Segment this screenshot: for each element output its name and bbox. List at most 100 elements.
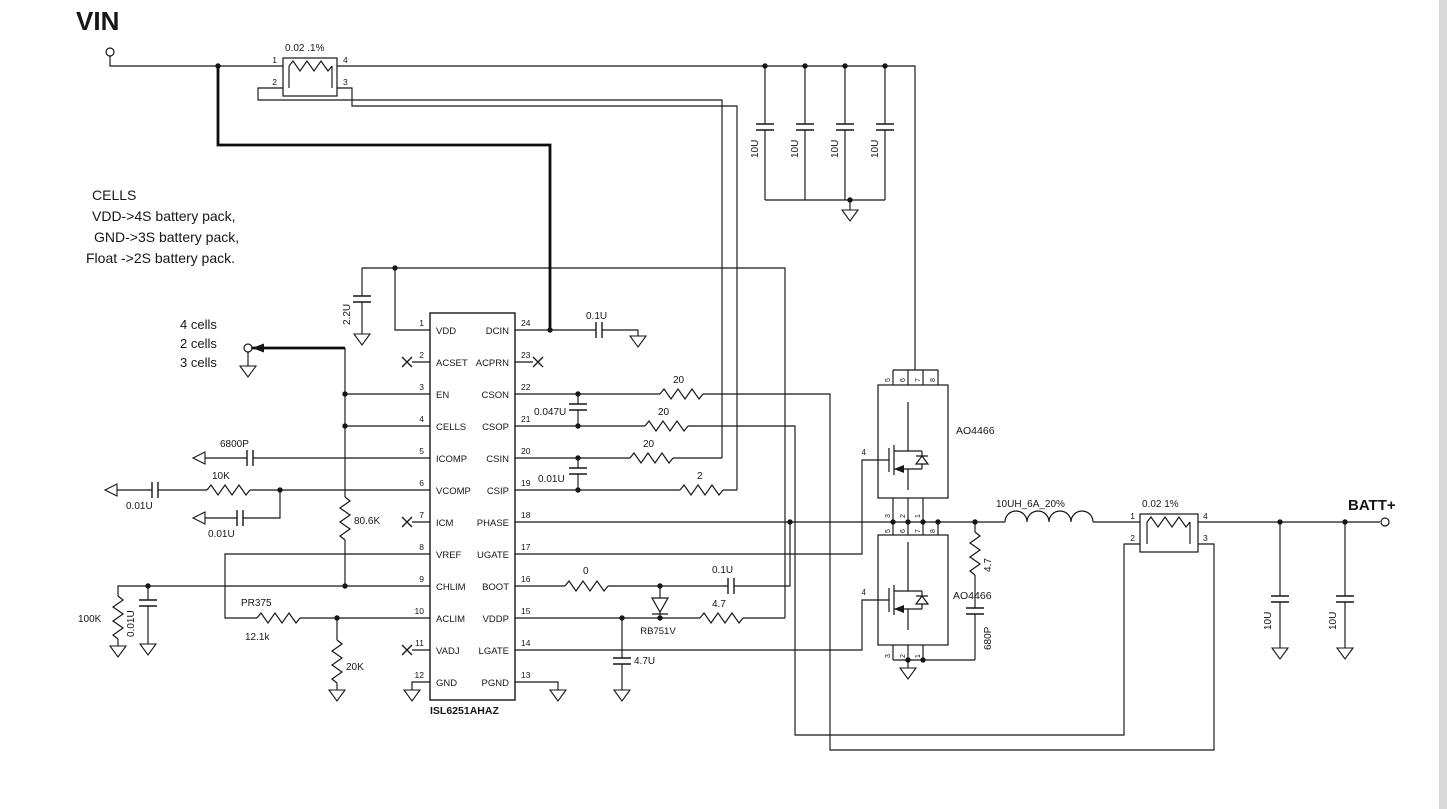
cap-value: 0.01U [208,529,235,540]
resistor-value: 2 [697,471,703,482]
ic-pin-name: CHLIM [436,582,466,593]
ic-pin-number: 13 [521,670,531,680]
high-side-mosfet: AO4466 4 5 6 7 8 3 2 1 [862,378,995,518]
ic-pin-number: 6 [419,478,424,488]
mosfet-pin-number: 1 [915,654,922,658]
ic-pin-number: 2 [419,350,424,360]
ic-pin-number: 22 [521,382,531,392]
cap-value: 680P [983,626,994,650]
window-edge [1439,0,1447,809]
right-passives: 0.1U 20 20 20 2 0.047U 0.01U 0 0.1U RB75… [534,311,744,667]
ic-pin-number: 4 [419,414,424,424]
resistor-value: 4.7 [983,558,994,572]
ic-pin-name: VDD [436,326,456,337]
output-inductor: 10UH_6A_20% [996,499,1094,523]
pin-number: 3 [1203,533,1208,543]
mosfet-pin-number: 4 [862,588,867,597]
wire-network [109,56,1380,751]
cap-value: 10U [870,140,881,158]
battery-terminal: BATT+ [1348,497,1396,527]
pin-number: 1 [272,55,277,65]
mosfet-pin-number: 2 [900,514,907,518]
ic-pin-name: BOOT [482,582,509,593]
ic-pin-name: PGND [482,678,510,689]
mosfet-pin-number: 2 [900,654,907,658]
nc-x-icon [401,516,413,528]
ic-pin-name: LGATE [479,646,509,657]
ic-pin-number: 20 [521,446,531,456]
mosfet-pin-number: 6 [900,378,907,382]
ground-icon [109,645,127,658]
ic-pin-number: 3 [419,382,424,392]
cap-value: 0.01U [538,474,565,485]
ground-symbols [109,209,1354,702]
ic-pin-name: CSIP [487,486,509,497]
cap-value: 10U [830,140,841,158]
ground-icon [328,689,346,702]
ic-pin-name: VDDP [483,614,509,625]
ic-pin-name: ICOMP [436,454,467,465]
cap-value: 2.2U [342,304,353,325]
pin-number: 4 [343,55,348,65]
ground-icon [1271,647,1289,660]
resistor-value: 20 [673,375,685,386]
ic-pin-name: VREF [436,550,462,561]
note-line1: VDD->4S battery pack, [92,208,236,224]
resistor-value: 0 [583,566,589,577]
ic-pin-number: 5 [419,446,424,456]
resistor-value: 80.6K [354,516,380,527]
ic-pin-number: 17 [521,542,531,552]
ic-pin-number: 12 [415,670,425,680]
snubber-network: 4.7 680P [965,531,994,650]
cap-value: 0.01U [126,501,153,512]
ic-pin-name: UGATE [477,550,509,561]
cells-terminal [243,343,253,353]
ic-pin-number: 11 [415,638,424,648]
cap-value: 10U [750,140,761,158]
cells-option-2: 2 cells [180,336,217,351]
mosfet-pin-number: 3 [885,514,892,518]
ic-pin-name: VADJ [436,646,460,657]
vin-label: VIN [76,6,119,36]
signal-arrows [104,451,206,525]
resistor-value: 20K [346,662,364,673]
thick-input-trace [216,66,552,330]
cells-selector: 4 cells 2 cells 3 cells [180,317,264,370]
output-sense-resistor: 0.02 1% 1 2 4 3 [1130,499,1208,553]
diode-part: RB751V [640,626,676,637]
ground-icon [1336,647,1354,660]
ground-icon [899,667,917,680]
cap-value: 0.01U [126,610,137,637]
pin-number: 1 [1130,511,1135,521]
ic-pin-name: CSOP [482,422,509,433]
ground-icon [239,365,257,378]
ic-pin-name: CSON [482,390,510,401]
cap-value: 10U [1263,612,1274,630]
ic-pin-number: 1 [419,318,424,328]
note-line2: GND->3S battery pack, [94,229,239,245]
left-passives: 2.2U 6800P 10K 0.01U 0.01U 80.6K 100K 0.… [78,295,380,684]
ic-pin-name: GND [436,678,457,689]
ground-icon [549,689,567,702]
ground-icon [629,335,647,348]
ic-pin-number: 7 [419,510,424,520]
ic-pin-name: ACSET [436,358,468,369]
cap-value: 4.7U [634,656,655,667]
mosfet-pin-number: 4 [862,448,867,457]
ic-pin-name: DCIN [486,326,509,337]
nc-x-icon [401,356,413,368]
ic-pin-name: ACPRN [476,358,509,369]
nc-x-icon [532,356,544,368]
ic-pin-number: 9 [419,574,424,584]
ic-pin-name: CSIN [486,454,509,465]
mosfet-pin-number: 6 [900,529,907,533]
cap-value: 0.047U [534,407,566,418]
nc-x-icon [401,644,413,656]
batt-label: BATT+ [1348,497,1396,514]
cells-option-4: 4 cells [180,317,217,332]
cap-value: 0.1U [712,565,733,576]
note-line3: Float ->2S battery pack. [86,250,235,266]
pin-number: 4 [1203,511,1208,521]
ic-part-number: ISL6251AHAZ [430,705,499,717]
